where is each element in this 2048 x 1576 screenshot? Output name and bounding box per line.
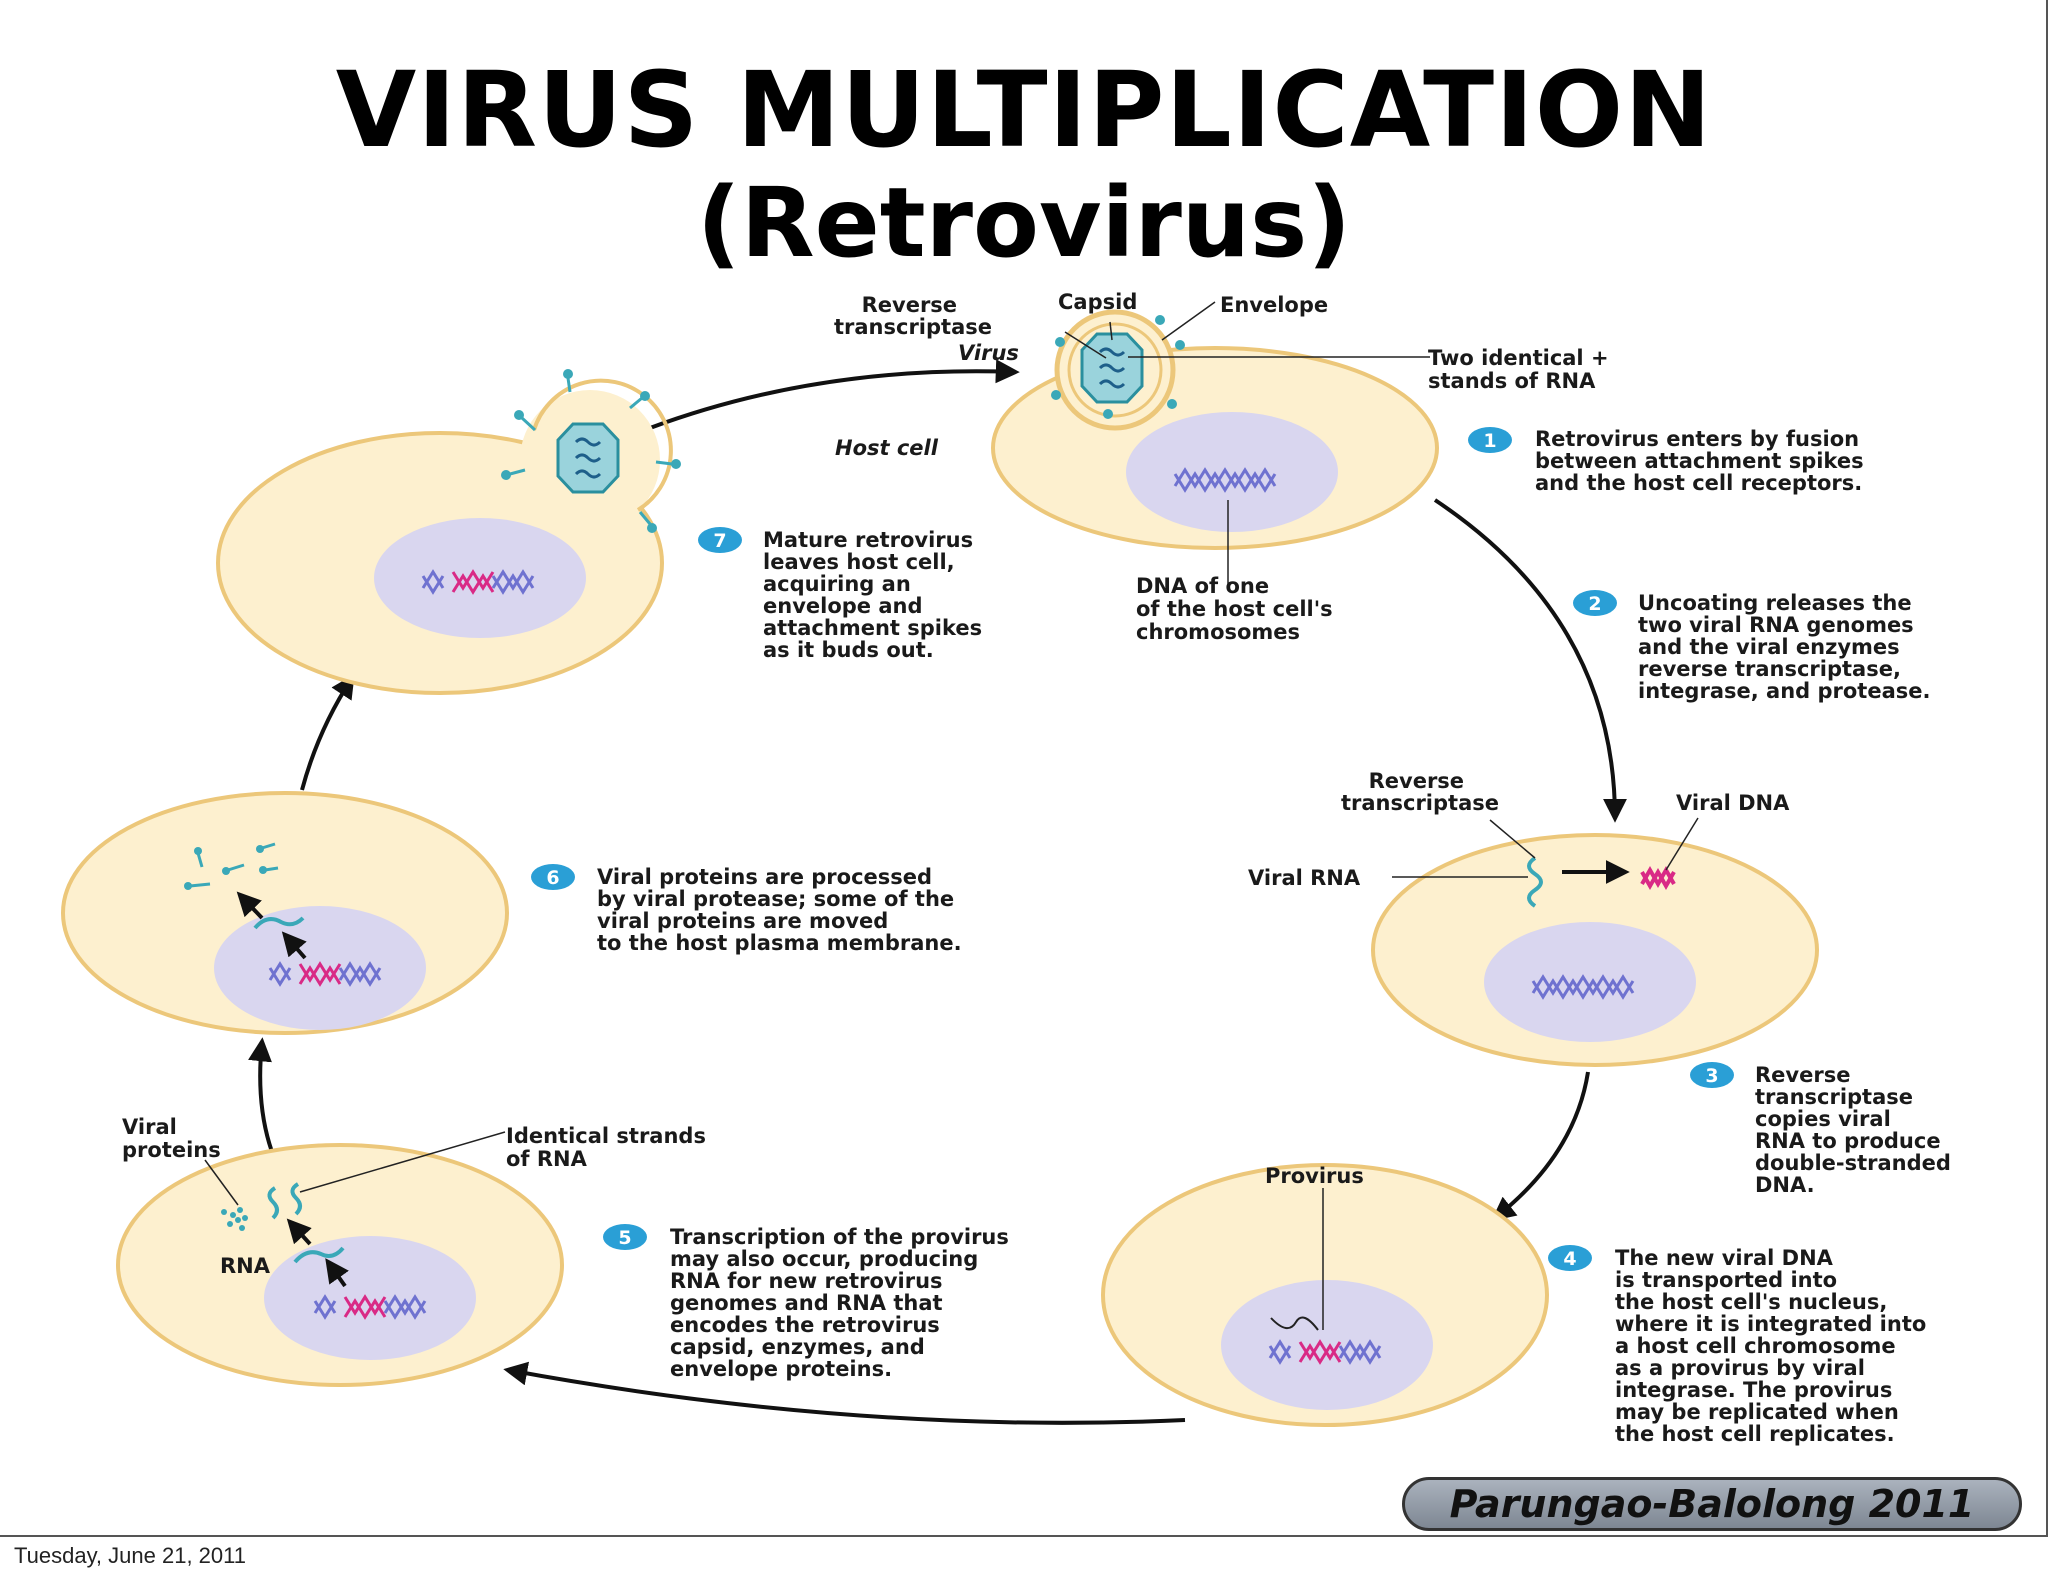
label-identical-strands: Identical strands of RNA	[506, 1124, 713, 1171]
label-viral-dna: Viral DNA	[1676, 791, 1790, 815]
svg-text:5: 5	[618, 1227, 631, 1249]
svg-text:Mature retrovirus leav: Mature retrovirus leaves host cell, acqu…	[763, 528, 989, 662]
slide-title: VIRUS MULTIPLICATION	[335, 49, 1713, 171]
label-reverse-transcriptase-top: Reverse transcriptase	[834, 293, 992, 339]
cycle-arrow-7-to-1	[649, 359, 1020, 430]
label-viral-proteins: Viral proteins	[122, 1115, 221, 1162]
cell-reverse-transcription	[1371, 833, 1819, 1067]
cell-protein-processing	[61, 791, 509, 1035]
label-host-dna: DNA of one of the host cell's chromosome…	[1136, 574, 1340, 644]
label-viral-rna: Viral RNA	[1248, 866, 1361, 890]
svg-text:1: 1	[1483, 430, 1496, 452]
cycle-arrow-1-to-2	[1433, 498, 1627, 823]
cell-budding	[216, 369, 681, 695]
label-provirus: Provirus	[1265, 1164, 1364, 1188]
label-two-identical-rna: Two identical + stands of RNA	[1428, 346, 1616, 393]
svg-text:Reverse transcriptase: Reverse transcriptase copies viral RNA t…	[1755, 1063, 1958, 1197]
label-rna: RNA	[220, 1254, 271, 1278]
virus-capsid	[1080, 332, 1144, 404]
step-7: 7 Mature retrovirus leaves host cell, ac…	[698, 527, 989, 662]
svg-text:The new viral DNA is t: The new viral DNA is transported into th…	[1615, 1246, 1934, 1446]
cell-entry	[991, 309, 1439, 550]
svg-text:Viral proteins are processed: Viral proteins are processed by viral pr…	[597, 865, 962, 955]
step-3: 3 Reverse transcriptase copies viral RNA…	[1690, 1062, 1958, 1197]
cycle-arrow-6-to-7	[300, 673, 355, 791]
step-2: 2 Uncoating releases the two viral RNA g…	[1573, 590, 1930, 703]
provirus-insert	[1270, 1316, 1319, 1331]
svg-text:Retrovirus enters by fusion: Retrovirus enters by fusion between atta…	[1535, 427, 1871, 495]
label-virus: Virus	[958, 341, 1019, 365]
svg-text:6: 6	[546, 867, 559, 889]
retrovirus-cycle-diagram: Capsid Envelope Reverse transcriptase Vi…	[61, 290, 1958, 1446]
svg-text:3: 3	[1705, 1065, 1718, 1087]
svg-text:Transcription of the provirus: Transcription of the provirus may also o…	[670, 1225, 1016, 1381]
step-1: 1 Retrovirus enters by fusion between at…	[1468, 427, 1871, 495]
viral-protein-dots	[221, 1207, 248, 1231]
slide: VIRUS MULTIPLICATION (Retrovirus)	[0, 0, 2048, 1537]
svg-text:7: 7	[713, 530, 726, 552]
step-5: 5 Transcription of the provirus may also…	[603, 1224, 1016, 1381]
step-4: 4 The new viral DNA is transported into …	[1548, 1245, 1934, 1446]
leader-lines	[204, 301, 1699, 1330]
viral-rna-strand	[1527, 856, 1543, 908]
viral-dna-strand	[1640, 865, 1676, 891]
svg-text:2: 2	[1588, 593, 1601, 615]
footer-date: Tuesday, June 21, 2011	[14, 1543, 246, 1568]
label-reverse-transcriptase-mid: Reverse transcriptase	[1341, 769, 1499, 815]
slide-subtitle: (Retrovirus)	[696, 167, 1352, 279]
svg-text:4: 4	[1563, 1248, 1576, 1270]
cell-transcription	[116, 1143, 564, 1387]
label-capsid: Capsid	[1058, 290, 1137, 314]
cycle-arrow-4-to-5	[503, 1361, 1186, 1425]
label-host-cell: Host cell	[835, 436, 939, 460]
cell-provirus	[1101, 1163, 1549, 1427]
step-6: 6 Viral proteins are processed by viral …	[531, 864, 962, 955]
label-envelope: Envelope	[1220, 293, 1328, 317]
svg-text:Uncoating releases the: Uncoating releases the two viral RNA gen…	[1638, 591, 1930, 703]
cycle-arrow-3-to-4	[1491, 1071, 1590, 1221]
cycle-arrow-5-to-6	[248, 1037, 277, 1161]
credit-badge: Parungao-Balolong 2011	[1402, 1477, 2022, 1531]
